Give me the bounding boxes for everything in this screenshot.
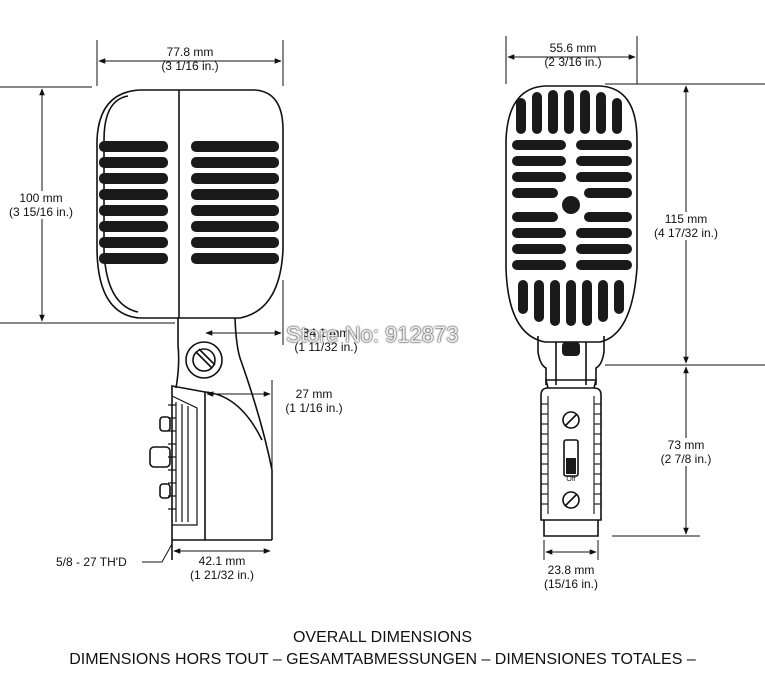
side-switch-bot xyxy=(159,483,171,499)
side-depth-in: (1 11/32 in.) xyxy=(294,340,358,354)
front-yoke xyxy=(537,336,605,385)
front-base-mm: 23.8 mm xyxy=(547,563,595,577)
side-width-label: 77.8 mm (3 1/16 in.) xyxy=(140,45,240,73)
front-width-mm: 55.6 mm xyxy=(549,41,597,55)
front-screw-bottom xyxy=(562,491,580,509)
side-grille-right xyxy=(191,141,279,264)
front-grille-top xyxy=(516,90,622,134)
front-height-in: (4 17/32 in.) xyxy=(653,226,719,240)
side-depth-label: 34.1 mm (1 11/32 in.) xyxy=(284,326,368,354)
front-view-microphone xyxy=(505,85,638,537)
side-pivot-knob xyxy=(185,341,223,379)
front-width-in: (2 3/16 in.) xyxy=(544,55,602,69)
side-width-mm: 77.8 mm xyxy=(166,45,214,59)
front-base-in: (15/16 in.) xyxy=(543,577,599,591)
front-switch-slot xyxy=(563,439,579,477)
side-base-mm: 42.1 mm xyxy=(198,554,246,568)
side-base-in: (1 21/32 in.) xyxy=(189,568,255,582)
side-head-outline xyxy=(96,89,284,319)
front-grille-bottom xyxy=(518,280,624,326)
side-height-label: 100 mm (3 15/16 in.) xyxy=(0,191,82,219)
side-neck xyxy=(175,317,273,540)
side-switch-mid xyxy=(149,446,171,468)
front-grip-ribs xyxy=(541,396,601,514)
front-handle-label: 73 mm (2 7/8 in.) xyxy=(650,438,722,466)
side-height-in: (3 15/16 in.) xyxy=(8,205,74,219)
front-base-label: 23.8 mm (15/16 in.) xyxy=(536,563,606,591)
side-body-depth-mm: 27 mm xyxy=(295,387,333,401)
front-screw-top xyxy=(562,411,580,429)
caption-title: OVERALL DIMENSIONS xyxy=(292,629,472,646)
side-grille-left xyxy=(99,141,168,264)
front-handle-in: (2 7/8 in.) xyxy=(660,452,712,466)
thread-label: 5/8 - 27 TH'D xyxy=(56,555,127,569)
side-depth-mm: 34.1 mm xyxy=(302,326,350,340)
store-watermark: Store No: 912873 xyxy=(286,322,459,347)
side-body-depth-in: (1 1/16 in.) xyxy=(285,401,343,415)
front-grille-mid xyxy=(512,140,632,270)
front-dimensions xyxy=(505,36,765,560)
caption-translations: DIMENSIONS HORS TOUT – GESAMTABMESSUNGEN… xyxy=(69,651,696,668)
side-width-in: (3 1/16 in.) xyxy=(161,59,219,73)
front-height-label: 115 mm (4 17/32 in.) xyxy=(640,212,732,240)
side-head-rim xyxy=(103,95,139,313)
side-base-label: 42.1 mm (1 21/32 in.) xyxy=(180,554,264,582)
side-switch-top xyxy=(159,416,171,432)
side-height-mm: 100 mm xyxy=(19,191,63,205)
side-dimensions xyxy=(0,40,284,563)
front-head-outline xyxy=(505,85,638,343)
front-handle-mm: 73 mm xyxy=(667,438,705,452)
side-view-microphone xyxy=(96,89,284,560)
front-width-label: 55.6 mm (2 3/16 in.) xyxy=(528,41,618,69)
switch-off-label: Off xyxy=(566,476,576,483)
side-body-depth-label: 27 mm (1 1/16 in.) xyxy=(276,387,352,415)
front-height-mm: 115 mm xyxy=(664,212,708,226)
